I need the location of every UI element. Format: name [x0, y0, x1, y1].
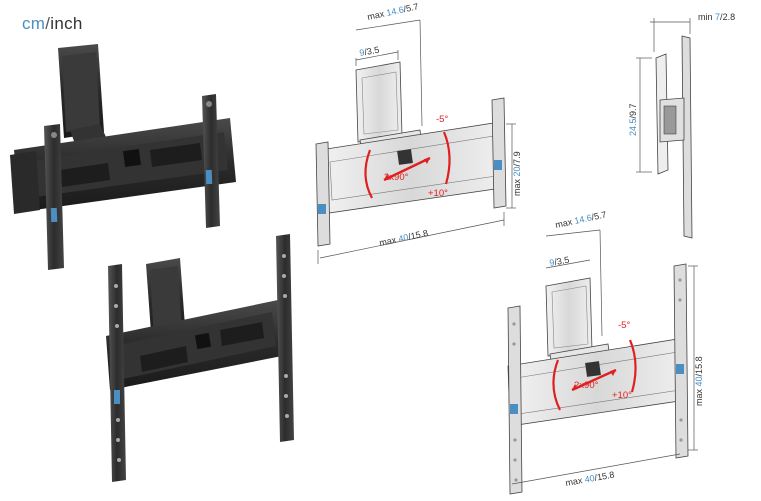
- diagram-bottom: max 14.6/5.7 9/3.5 -5° +10° 2x90° max 40…: [507, 209, 704, 495]
- top-depth-min-label: 9/3.5: [359, 45, 380, 58]
- units-legend: cm/inch: [22, 14, 83, 34]
- bottom-depth-min-label: 9/3.5: [549, 255, 570, 268]
- top-tilt-up: -5°: [436, 114, 448, 125]
- mount-photo-bottom: [106, 234, 294, 482]
- mount-photo-top: [10, 44, 236, 270]
- bottom-width-label: max 40/15.8: [565, 470, 616, 488]
- side-height-label: 24.5/9.7: [628, 103, 638, 136]
- bottom-depth-max-label: max 14.6/5.7: [554, 209, 607, 230]
- bottom-height-label: max 40/15.8: [694, 356, 704, 406]
- diagram-side: min 7/2.8 24.5/9.7: [628, 12, 735, 239]
- top-width-label: max 40/15.8: [378, 228, 429, 248]
- unit-inch: inch: [50, 14, 83, 33]
- diagram-top: max 14.6/5.7 9/3.5 -5° +10° 2x90° max 20…: [315, 1, 522, 264]
- top-swivel: 2x90°: [384, 172, 409, 183]
- top-height-label: max 20/7.9: [512, 151, 522, 196]
- unit-separator: /: [45, 14, 51, 33]
- side-gap-label: min 7/2.8: [698, 12, 735, 22]
- unit-cm: cm: [22, 14, 46, 33]
- top-tilt-down: +10°: [428, 188, 448, 199]
- bottom-swivel: 2x90°: [574, 380, 599, 391]
- top-depth-max-label: max 14.6/5.7: [366, 1, 419, 22]
- bottom-tilt-down: +10°: [612, 390, 632, 401]
- bottom-tilt-up: -5°: [618, 320, 630, 331]
